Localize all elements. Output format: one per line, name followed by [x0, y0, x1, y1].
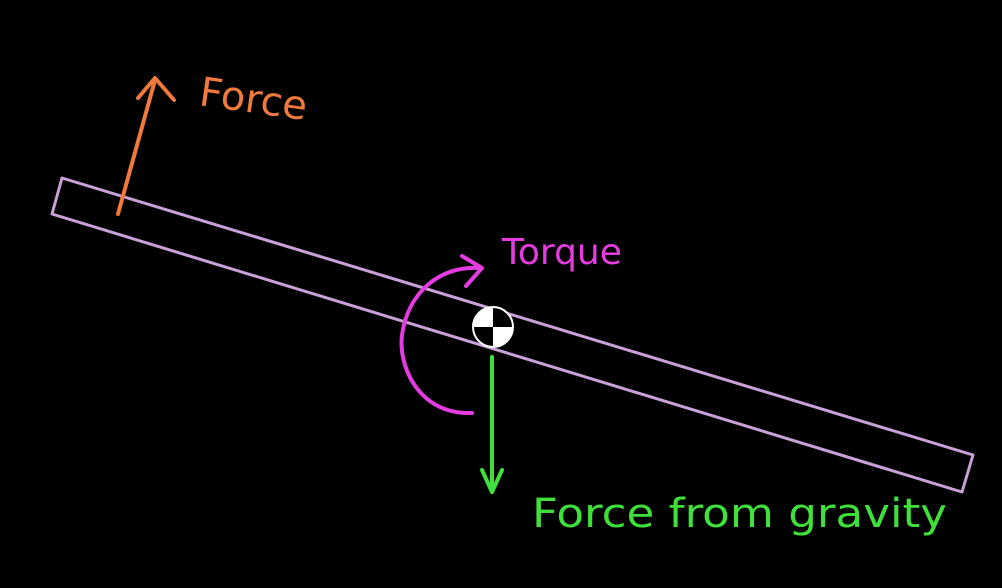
gravity-force-arrow [480, 355, 504, 494]
torque-arrow [399, 254, 484, 416]
torque-label: Torque [501, 232, 622, 273]
center-of-mass-icon [472, 306, 514, 348]
applied-force-arrow [116, 76, 176, 216]
beam [50, 176, 975, 494]
gravity-label: Force from gravity [532, 491, 947, 537]
